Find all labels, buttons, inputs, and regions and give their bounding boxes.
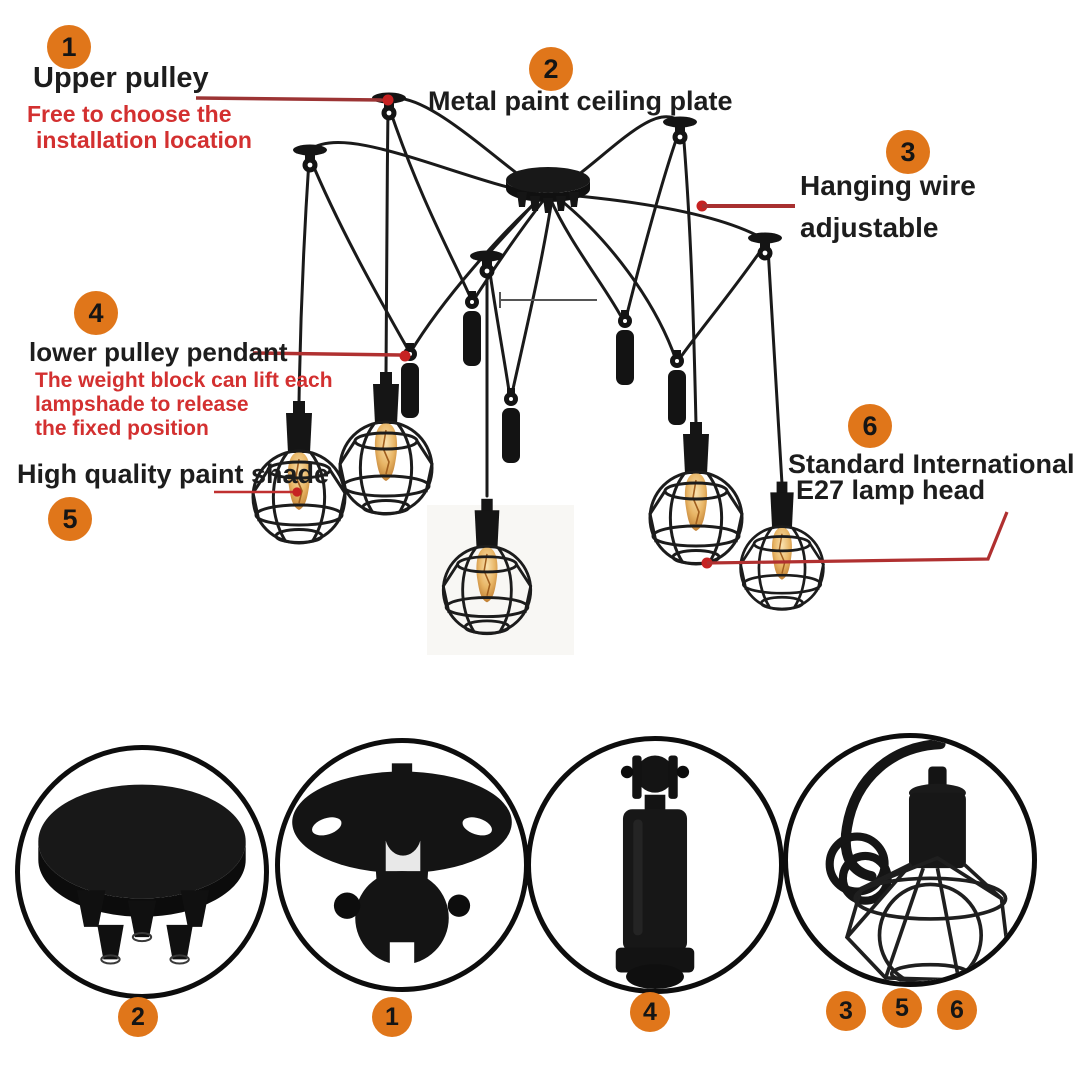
ceiling-plate-drawing [38, 784, 246, 965]
cage-shade-drawing [825, 739, 1010, 982]
ceiling-plate-photo [15, 745, 269, 999]
gallery-badge-6: 6 [937, 990, 977, 1030]
weight-block-icon [502, 388, 520, 463]
callout-badge-2: 2 [529, 47, 573, 91]
weight-block-icon [668, 350, 686, 425]
callout-title-standard-international: Standard International [788, 449, 1075, 479]
gallery-badge-3: 3 [826, 991, 866, 1031]
gallery-badge-4: 4 [630, 992, 670, 1032]
weight-block-icon [401, 343, 419, 418]
callout-badge-5: 5 [48, 497, 92, 541]
upper-pulley-drawing [292, 763, 512, 969]
callout-title-upper-pulley: Upper pulley [33, 62, 209, 94]
note-line: the fixed position [35, 417, 209, 440]
photo-patch-backdrop [427, 505, 574, 655]
callout-title-e27-lamp-head: E27 lamp head [796, 475, 986, 505]
upper-pulley-photo [275, 738, 529, 992]
weight-block-drawing [615, 755, 695, 989]
ceiling-plate [506, 167, 590, 213]
callout-badge-6: 6 [848, 404, 892, 448]
gallery-badge-1: 1 [372, 997, 412, 1037]
upper-pulley-icon [372, 92, 406, 121]
weight-block-photo [526, 736, 784, 994]
note-line: installation location [36, 127, 252, 153]
upper-pulley-icon [748, 232, 782, 261]
cage-lamp-icon [441, 497, 533, 636]
cage-lamp-icon [648, 420, 744, 566]
callout-title-lower-pulley: lower pulley pendant [29, 337, 288, 367]
upper-pulley-icon [663, 116, 697, 145]
upper-pulley-icon [470, 250, 504, 279]
note-line: lampshade to release [35, 393, 249, 416]
hanging-wires [297, 96, 784, 498]
gallery-badge-2: 2 [118, 997, 158, 1037]
note-line: Free to choose the [27, 101, 232, 127]
callout-badge-4: 4 [74, 291, 118, 335]
callout-badge-3: 3 [886, 130, 930, 174]
note-line: The weight block can lift each [35, 369, 333, 392]
callout-note-upper-pulley: Free to choose the installation location [27, 101, 252, 153]
measure-line [499, 292, 597, 308]
callout-title-adjustable: adjustable [800, 212, 939, 243]
callout-title-ceiling-plate: Metal paint ceiling plate [428, 86, 733, 116]
callout-title-hanging-wire: Hanging wire [800, 170, 976, 201]
callout-note-weight-block: The weight block can lift each lampshade… [35, 369, 333, 441]
cage-shade-photo [783, 733, 1037, 987]
weight-block-icon [463, 291, 481, 366]
callout-badge-1: 1 [47, 25, 91, 69]
gallery-badge-5: 5 [882, 988, 922, 1028]
callout-title-paint-shade: High quality paint shade [17, 459, 330, 489]
weight-block-icon [616, 310, 634, 385]
upper-pulley-icon [293, 144, 327, 173]
cage-lamp-icon [338, 370, 434, 516]
